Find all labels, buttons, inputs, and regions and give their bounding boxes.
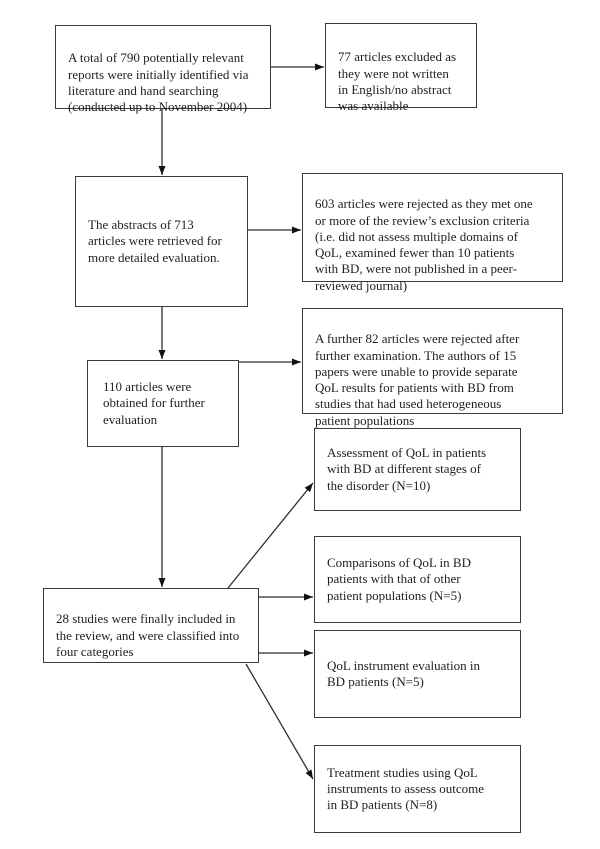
- box-rejected-after-examination: A further 82 articles were rejected afte…: [302, 308, 563, 428]
- box-category-treatment: Treatment studies using QoL instruments …: [314, 745, 521, 833]
- box-category-instrument: QoL instrument evaluation in BD patients…: [314, 630, 521, 718]
- box-category-stages: Assessment of QoL in patients with BD at…: [314, 428, 521, 511]
- box-excluded-not-english-text: 77 articles excluded as they were not wr…: [338, 49, 457, 113]
- box-obtained-further-evaluation: 110 articles were obtained for further e…: [87, 360, 239, 447]
- box-included-studies-text: 28 studies were finally included in the …: [56, 611, 240, 659]
- box-included-studies: 28 studies were finally included in the …: [43, 588, 259, 663]
- box-category-comparisons-text: Comparisons of QoL in BD patients with t…: [327, 555, 471, 603]
- box-category-treatment-text: Treatment studies using QoL instruments …: [327, 764, 485, 813]
- box-category-instrument-text: QoL instrument evaluation in BD patients…: [327, 657, 480, 689]
- box-rejected-after-examination-text: A further 82 articles were rejected afte…: [315, 331, 520, 428]
- box-abstracts-retrieved: The abstracts of 713 articles were retri…: [75, 176, 248, 307]
- box-rejected-exclusion-criteria: 603 articles were rejected as they met o…: [302, 173, 563, 293]
- box-obtained-further-evaluation-text: 110 articles were obtained for further e…: [103, 379, 205, 427]
- box-identified-reports: A total of 790 potentially relevant repo…: [55, 25, 271, 114]
- box-identified-reports-text: A total of 790 potentially relevant repo…: [68, 50, 249, 114]
- arrow-included-to-stages: [227, 482, 314, 589]
- box-category-comparisons: Comparisons of QoL in BD patients with t…: [314, 536, 521, 623]
- arrow-included-to-treatment: [245, 663, 314, 780]
- box-rejected-exclusion-criteria-text: 603 articles were rejected as they met o…: [315, 196, 533, 293]
- box-category-stages-text: Assessment of QoL in patients with BD at…: [327, 445, 487, 493]
- box-excluded-not-english: 77 articles excluded as they were not wr…: [325, 23, 477, 113]
- box-abstracts-retrieved-text: The abstracts of 713 articles were retri…: [88, 217, 222, 265]
